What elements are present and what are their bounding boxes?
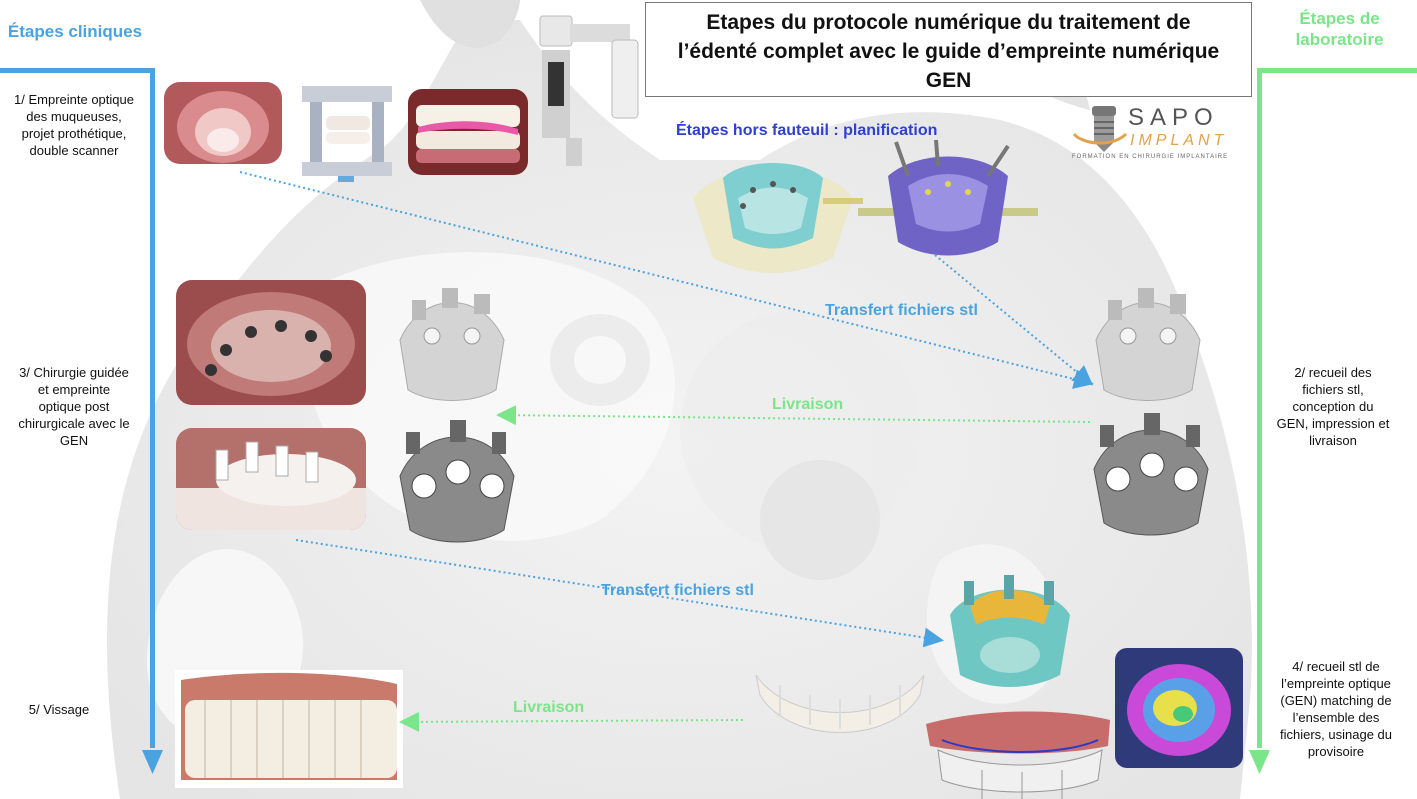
step-text-line: des muqueuses,	[26, 109, 122, 124]
denture-project-photo	[408, 89, 528, 175]
clinical-steps-title: Étapes cliniques	[7, 22, 143, 41]
transfer-arrow-planning	[934, 254, 1094, 386]
step-text-line: 2/ recueil des	[1294, 365, 1372, 380]
clinical-timeline	[0, 68, 163, 774]
step-text-line: l’ensemble des	[1292, 710, 1380, 725]
clinical-step-1: 1/ Empreinte optique des muqueuses, proj…	[0, 91, 148, 159]
step-text-line: l’empreinte optique	[1281, 676, 1391, 691]
transfer-label-1: Transfert fichiers stl	[825, 302, 978, 320]
step-text-line: 1/ Empreinte optique	[14, 92, 134, 107]
planning-3d-model-b	[858, 139, 1038, 256]
lab-steps-title-line1: Étapes de	[1299, 9, 1380, 28]
gen-guide-model-2	[399, 420, 515, 543]
heatmap-scan-image	[1115, 648, 1243, 768]
page-title: Etapes du protocole numérique du traitem…	[645, 2, 1252, 97]
planning-subtitle: Étapes hors fauteuil : planification	[676, 122, 938, 139]
step-text-line: et empreinte	[37, 382, 111, 397]
step-text-line: chirurgicale avec le	[18, 416, 130, 431]
clinical-step-3: 3/ Chirurgie guidée et empreinte optique…	[0, 364, 148, 449]
lab-step-4: 4/ recueil stl de l’empreinte optique (G…	[1262, 658, 1410, 760]
clinical-timeline-arrowhead	[142, 750, 163, 774]
step-text-line: conception du	[1292, 399, 1374, 414]
title-line-2: l’édenté complet avec le guide d’emprein…	[677, 40, 1220, 63]
gen-impression-photo	[176, 428, 366, 530]
transfer-arrow-2	[295, 539, 944, 648]
final-prosthesis-photo	[175, 670, 403, 788]
cbct-scanner-icon	[539, 15, 639, 166]
step-text-line: double scanner	[29, 143, 119, 158]
step-text-line: livraison	[1309, 433, 1357, 448]
logo-brand: SAPO	[1128, 104, 1219, 131]
guided-surgery-photo	[176, 280, 366, 405]
logo-tagline: FORMATION EN CHIRURGIE IMPLANTAIRE	[1072, 154, 1229, 160]
step-text-line: fichiers stl,	[1302, 382, 1364, 397]
lab-timeline-arrowhead	[1249, 750, 1270, 774]
delivery-label-1: Livraison	[772, 396, 844, 413]
step-text-line: GEN, impression et	[1276, 416, 1390, 431]
palate-mucosa-photo	[164, 82, 282, 164]
step-text-line: 3/ Chirurgie guidée	[19, 365, 129, 380]
delivery-arrow-2	[399, 711, 744, 732]
transfer-label-1-text: Transfert fichiers stl	[825, 302, 978, 319]
step-text-line: fichiers, usinage du	[1279, 727, 1392, 742]
clinical-step-5: 5/ Vissage	[0, 701, 118, 718]
implant-logo-icon	[1072, 106, 1128, 152]
gen-guide-model-3	[1095, 288, 1201, 401]
step-text-line: GEN	[59, 433, 89, 448]
sapo-implant-logo: SAPO IMPLANT FORMATION EN CHIRURGIE IMPL…	[1072, 104, 1227, 166]
lab-steps-title-line2: laboratoire	[1295, 30, 1384, 49]
step-text-line: projet prothétique,	[21, 126, 127, 141]
intraoral-overlay-model	[926, 711, 1110, 799]
lab-step-2: 2/ recueil des fichiers stl, conception …	[1262, 364, 1404, 449]
title-line-3: GEN	[925, 69, 972, 92]
articulator-icon	[302, 86, 392, 182]
step-text-line: optique post	[38, 399, 110, 414]
step-text-line: 4/ recueil stl de	[1292, 659, 1380, 674]
gen-guide-model-4	[1093, 413, 1209, 536]
gen-guide-model-1	[399, 288, 505, 401]
planning-3d-model-a	[693, 163, 863, 273]
delivery-arrow-1	[496, 405, 1091, 426]
provisional-bridge-model	[755, 674, 925, 733]
transfer-arrow-1	[239, 171, 1094, 389]
lab-timeline	[1249, 68, 1417, 774]
step-text-line: provisoire	[1307, 744, 1365, 759]
step-text-line: (GEN) matching de	[1280, 693, 1392, 708]
transfer-label-2: Transfert fichiers stl	[601, 582, 754, 599]
lab-steps-title: Étapes de laboratoire	[1262, 8, 1417, 50]
step-text-line: 5/ Vissage	[28, 702, 90, 717]
logo-implant-text: IMPLANT	[1130, 132, 1228, 149]
title-line-1: Etapes du protocole numérique du traitem…	[706, 11, 1191, 34]
delivery-label-2: Livraison	[513, 699, 585, 716]
matching-scan-model	[950, 575, 1070, 687]
